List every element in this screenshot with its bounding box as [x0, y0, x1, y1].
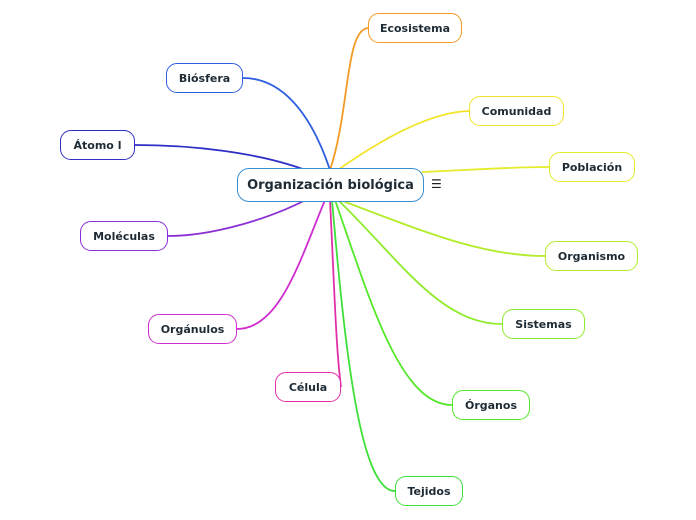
connector-organulos — [236, 199, 326, 330]
topic-biosfera[interactable]: Biósfera — [166, 63, 243, 93]
topic-label: Organismo — [557, 249, 626, 263]
connector-poblacion — [421, 166, 550, 173]
topic-celula[interactable]: Célula — [275, 372, 341, 402]
hamburger-menu-icon[interactable]: ☰ — [431, 177, 442, 191]
topic-label: Biósfera — [178, 71, 231, 85]
topic-organulos[interactable]: Orgánulos — [148, 314, 237, 344]
connector-biosfera — [242, 77, 331, 171]
topic-label: Tejidos — [407, 484, 451, 498]
topic-organos[interactable]: Órganos — [452, 390, 530, 420]
connector-atomo — [134, 144, 319, 176]
connector-comunidad — [334, 110, 470, 173]
connector-organos — [334, 199, 453, 406]
connector-tejidos — [331, 199, 396, 492]
topic-label: Sistemas — [515, 317, 572, 331]
topic-label: Orgánulos — [160, 322, 225, 336]
topic-label: Átomo l — [73, 138, 122, 152]
topic-poblacion[interactable]: Población — [549, 152, 635, 182]
topic-moleculas[interactable]: Moléculas — [80, 221, 168, 251]
topic-label: Población — [561, 160, 623, 174]
central-topic-label: Organización biológica — [247, 177, 414, 193]
connector-sistemas — [337, 199, 503, 325]
topic-label: Órganos — [464, 398, 517, 412]
topic-organismo[interactable]: Organismo — [545, 241, 638, 271]
topic-label: Ecosistema — [379, 21, 451, 35]
connector-celula — [329, 199, 342, 388]
central-topic[interactable]: Organización biológica — [237, 168, 424, 202]
topic-atomo[interactable]: Átomo l — [60, 130, 135, 160]
topic-tejidos[interactable]: Tejidos — [395, 476, 463, 506]
topic-ecosistema[interactable]: Ecosistema — [368, 13, 462, 43]
connector-ecosistema — [329, 27, 369, 171]
topic-label: Moléculas — [93, 229, 155, 243]
topic-comunidad[interactable]: Comunidad — [469, 96, 564, 126]
topic-label: Comunidad — [481, 104, 552, 118]
topic-label: Célula — [288, 380, 328, 394]
topic-sistemas[interactable]: Sistemas — [502, 309, 585, 339]
connector-moleculas — [167, 194, 316, 237]
connector-organismo — [339, 199, 546, 257]
